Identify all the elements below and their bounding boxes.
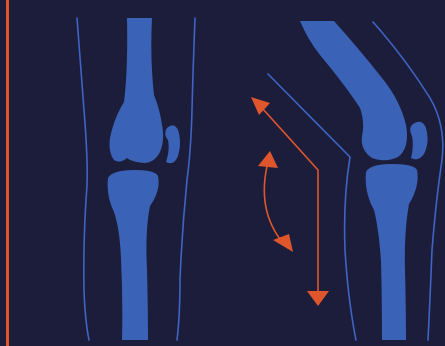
left-accent-bar <box>6 0 9 346</box>
